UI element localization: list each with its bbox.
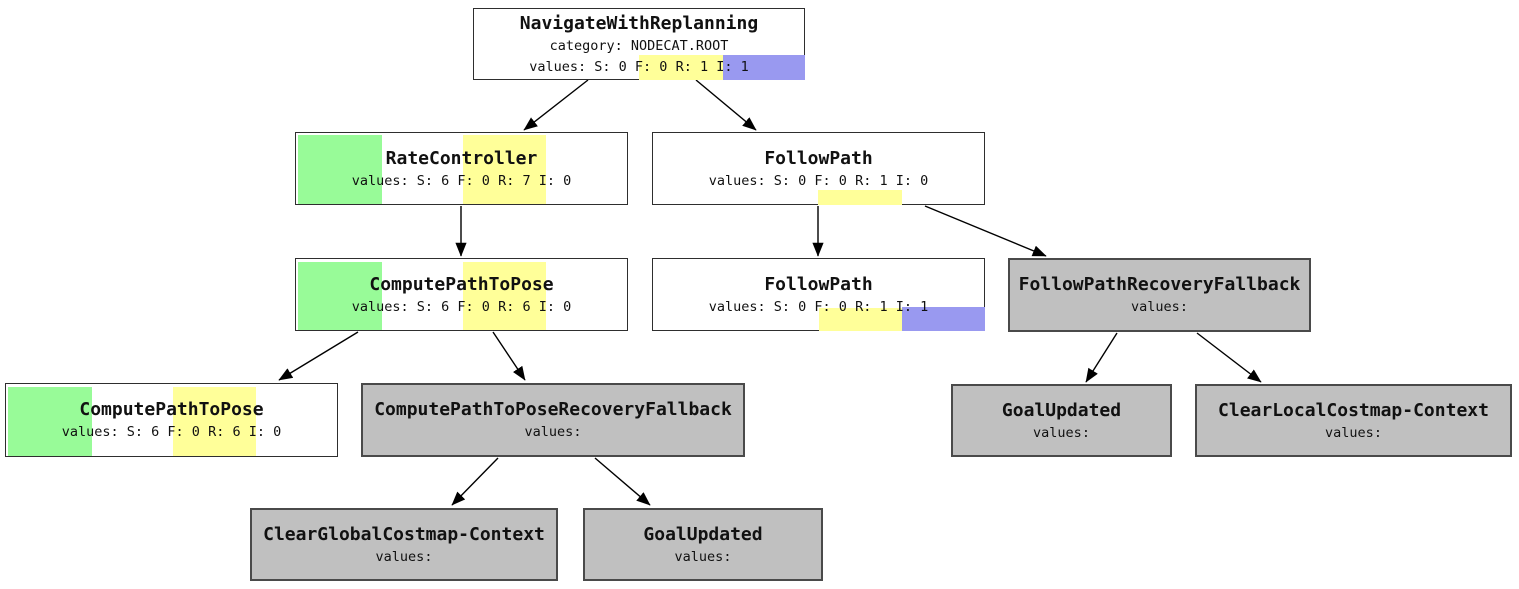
status-band-yellow xyxy=(173,387,256,456)
edge-arrow-compute-path-to-recovery-fallback xyxy=(492,331,526,381)
node-title: RateController xyxy=(385,147,538,169)
edge-arrow-cptp-recovery-to-goal-updated xyxy=(594,457,651,506)
tree-node-navigate-with-replanning: NavigateWithReplanning category: NODECAT.… xyxy=(473,8,805,80)
node-title: ComputePathToPose xyxy=(369,273,554,295)
status-band-blue xyxy=(902,307,985,331)
tree-node-goal-updated-bottom: GoalUpdated values: xyxy=(583,508,823,581)
node-title: ClearLocalCostmap-Context xyxy=(1218,399,1489,421)
node-title: GoalUpdated xyxy=(643,523,763,545)
node-values: values: S: 0 F: 0 R: 1 I: 0 xyxy=(708,172,929,189)
status-band-yellow xyxy=(639,55,723,80)
status-band-yellow xyxy=(463,135,546,204)
node-values: values: S: 6 F: 0 R: 6 I: 0 xyxy=(61,424,282,440)
node-category: category: NODECAT.ROOT xyxy=(549,37,729,54)
tree-node-follow-path-upper: FollowPath values: S: 0 F: 0 R: 1 I: 0 xyxy=(652,132,985,205)
node-title: FollowPath xyxy=(764,273,873,295)
edge-arrow-root-to-follow-path-upper xyxy=(695,79,757,131)
edge-arrow-root-to-rate-controller xyxy=(523,79,589,131)
node-values: values: xyxy=(1131,299,1188,315)
tree-node-clear-global-costmap-context: ClearGlobalCostmap-Context values: xyxy=(250,508,558,581)
edge-arrow-cptp-recovery-to-clear-global-costmap xyxy=(451,457,499,506)
edge-arrow-fp-recovery-to-clear-local-costmap xyxy=(1196,332,1262,383)
node-values: values: xyxy=(1033,424,1090,441)
node-values: values: S: 6 F: 0 R: 7 I: 0 xyxy=(351,172,572,189)
node-values: values: xyxy=(674,548,732,565)
status-band-yellow xyxy=(463,262,546,330)
node-title: NavigateWithReplanning xyxy=(519,12,759,34)
tree-node-compute-path-to-pose-lower: ComputePathToPose values: S: 6 F: 0 R: 6 … xyxy=(5,383,338,457)
tree-node-follow-path-recovery-fallback: FollowPathRecoveryFallback values: xyxy=(1008,258,1311,332)
status-band-blue xyxy=(723,55,805,80)
edge-arrow-fp-recovery-to-goal-updated xyxy=(1085,332,1118,383)
node-title: ClearGlobalCostmap-Context xyxy=(263,523,545,545)
tree-node-rate-controller: RateController values: S: 6 F: 0 R: 7 I: … xyxy=(295,132,628,205)
status-band-yellow xyxy=(819,308,902,331)
status-band-green xyxy=(298,262,382,330)
node-values: values: xyxy=(375,548,433,565)
node-values: values: S: 6 F: 0 R: 6 I: 0 xyxy=(351,298,572,315)
tree-node-clear-local-costmap-context: ClearLocalCostmap-Context values: xyxy=(1195,384,1512,457)
status-band-green xyxy=(8,387,92,456)
tree-node-compute-path-to-pose-upper: ComputePathToPose values: S: 6 F: 0 R: 6 … xyxy=(295,258,628,331)
node-title: ComputePathToPoseRecoveryFallback xyxy=(374,399,732,420)
edge-arrow-follow-path-to-recovery-fallback xyxy=(924,205,1047,257)
node-values: values: S: 0 F: 0 R: 1 I: 1 xyxy=(529,58,749,75)
node-values: values: xyxy=(1325,424,1382,441)
edge-arrow-compute-path-to-compute-path xyxy=(278,331,359,381)
status-band-yellow xyxy=(818,190,902,205)
node-title: ComputePathToPose xyxy=(79,399,264,420)
status-band-green xyxy=(298,135,382,204)
tree-node-goal-updated-mid: GoalUpdated values: xyxy=(951,384,1172,457)
node-title: FollowPath xyxy=(764,147,873,169)
tree-node-compute-path-to-pose-recovery-fallback: ComputePathToPoseRecoveryFallback values: xyxy=(361,383,745,457)
node-values: values: xyxy=(524,424,582,440)
node-title: FollowPathRecoveryFallback xyxy=(1018,274,1301,295)
tree-node-follow-path-lower: FollowPath values: S: 0 F: 0 R: 1 I: 1 xyxy=(652,258,985,331)
node-values: values: S: 0 F: 0 R: 1 I: 1 xyxy=(708,298,929,315)
node-title: GoalUpdated xyxy=(1001,399,1122,421)
